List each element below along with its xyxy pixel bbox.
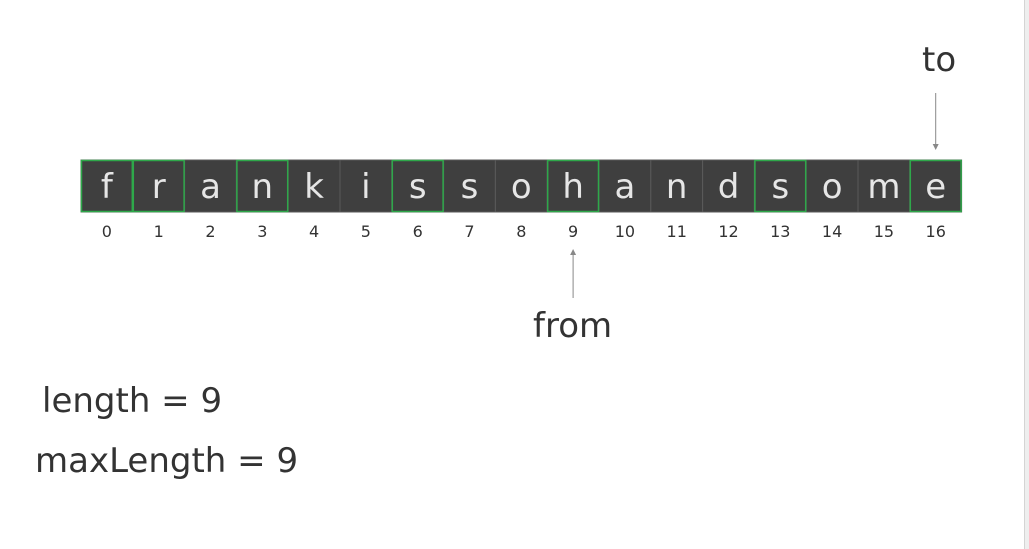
char-text: o [822,167,843,207]
char-cell [857,159,911,213]
max-length-readout: maxLength = 9 [35,441,299,481]
char-text: k [304,167,324,207]
index-label: 8 [516,222,526,241]
char-cell [494,159,548,213]
index-label: 3 [257,222,267,241]
index-label: 11 [667,222,687,241]
char-text: f [101,167,114,207]
pointer-arrows [570,93,939,298]
length-readout: length = 9 [42,381,223,421]
index-label: 13 [770,222,790,241]
highlighted-cell-border [754,159,807,213]
highlighted-cell-border [391,159,444,213]
index-label: 6 [413,222,423,241]
index-label: 12 [718,222,738,241]
index-label: 0 [102,222,112,241]
from-arrow-head [570,249,577,255]
index-label: 9 [568,222,578,241]
index-label: 7 [464,222,474,241]
index-label: 10 [615,222,635,241]
index-label: 4 [309,222,319,241]
char-cell [339,159,393,213]
char-cell [650,159,704,213]
char-text: a [200,167,221,207]
char-text: e [925,167,946,207]
char-cell [546,159,600,213]
highlighted-cell-border [909,159,962,213]
index-label: 14 [822,222,842,241]
index-label: 5 [361,222,371,241]
char-text: s [771,167,789,207]
index-label: 16 [926,222,946,241]
highlighted-cell-border [236,159,289,213]
char-cell [184,159,237,213]
char-text: m [867,167,900,207]
char-text: a [614,167,635,207]
char-text: i [361,167,370,207]
window-edge [1024,0,1029,549]
char-text: h [562,167,584,207]
index-label: 1 [154,222,164,241]
highlighted-cell-border [80,159,134,213]
char-text: n [252,167,274,207]
highlighted-cell-border [132,159,185,213]
char-cell [132,159,186,213]
to-pointer-label: to [922,40,957,80]
char-text: o [511,167,532,207]
char-text: s [409,167,427,207]
highlighted-cell-border [546,159,600,213]
index-label: 15 [874,222,894,241]
char-cell [287,159,341,213]
from-pointer-label: from [533,306,613,346]
to-arrow-head [932,144,939,150]
char-text: s [461,167,479,207]
char-text: n [666,167,688,207]
index-label: 2 [205,222,215,241]
char-cell [702,159,755,213]
char-cell [80,159,134,213]
char-text: d [718,167,740,207]
char-text: r [152,167,166,207]
